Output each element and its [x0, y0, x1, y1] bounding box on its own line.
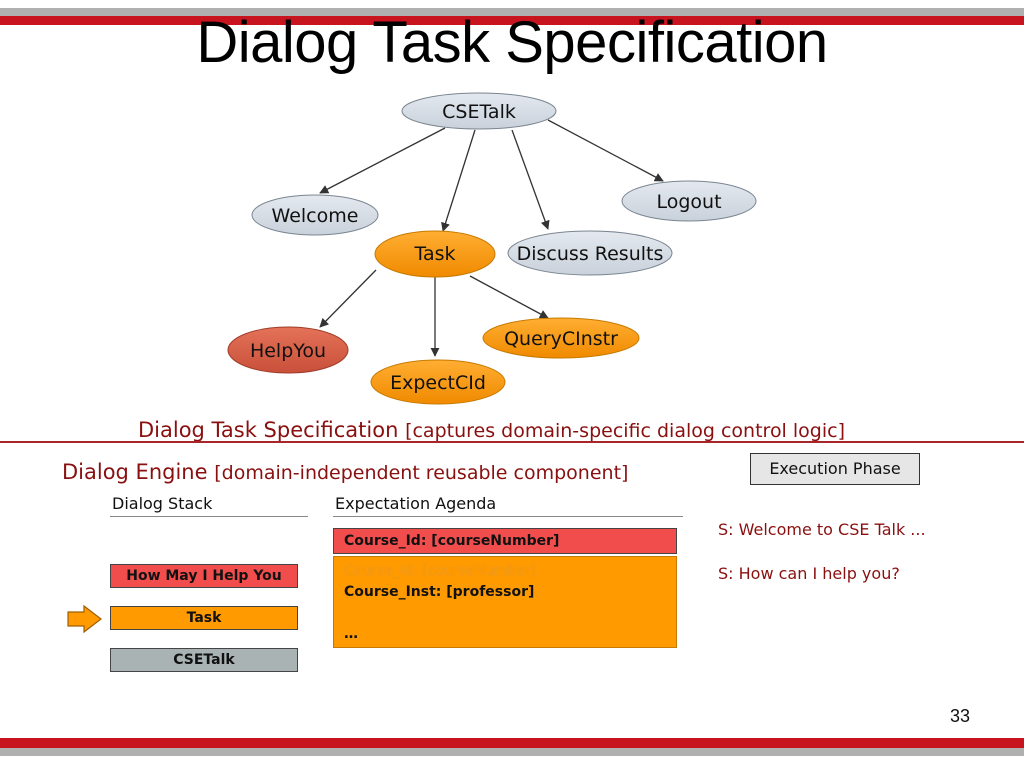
agenda-top-item: Course_Id: [courseNumber] — [333, 528, 677, 554]
node-task-label: Task — [413, 243, 455, 265]
node-expectcid-label: ExpectCId — [390, 372, 486, 394]
edge-csetalk-task — [441, 129, 476, 232]
node-csetalk: CSETalk — [401, 92, 557, 130]
task-tree-diagram: CSETalk Welcome Task Discuss Results Log… — [227, 92, 757, 405]
tree-edges — [319, 119, 664, 357]
node-helpyou-label: HelpYou — [250, 340, 326, 362]
stack-item-how-may-i-help-you: How May I Help You — [110, 564, 298, 588]
edge-csetalk-welcome — [319, 127, 446, 194]
dialog-stack-header: Dialog Stack — [112, 494, 213, 513]
edge-csetalk-logout — [547, 119, 664, 182]
engine-caption-main: Dialog Engine — [62, 460, 208, 484]
node-discuss-results-label: Discuss Results — [517, 243, 664, 265]
agenda-item-course-id: Course_Id: [courseNumber] — [344, 563, 537, 579]
node-expectcid: ExpectCId — [370, 359, 506, 405]
slide-title: Dialog Task Specification — [196, 10, 828, 75]
system-log-line-1: S: Welcome to CSE Talk ... — [718, 520, 926, 539]
spec-caption-main: Dialog Task Specification — [138, 418, 399, 442]
bottom-gray-bar — [0, 748, 1024, 756]
top-red-bar — [0, 16, 1024, 25]
agenda-body: Course_Id: [courseNumber] Course_Inst: [… — [333, 556, 677, 648]
node-task: Task — [374, 230, 496, 278]
node-helpyou: HelpYou — [227, 326, 349, 374]
node-logout-label: Logout — [656, 191, 721, 213]
spec-caption: Dialog Task Specification [captures doma… — [138, 418, 845, 442]
stack-item-task: Task — [110, 606, 298, 630]
stack-item-csetalk: CSETalk — [110, 648, 298, 672]
dialog-stack-underline — [110, 516, 308, 517]
node-querycinstr-label: QueryCInstr — [504, 328, 618, 350]
expectation-agenda-header: Expectation Agenda — [335, 494, 497, 513]
node-discuss-results: Discuss Results — [507, 230, 673, 276]
agenda-item-course-inst: Course_Inst: [professor] — [344, 584, 535, 600]
page-number: 33 — [949, 706, 970, 726]
node-welcome-label: Welcome — [272, 205, 359, 227]
system-log-line-2: S: How can I help you? — [718, 564, 900, 583]
edge-csetalk-discuss — [511, 129, 550, 230]
section-divider — [0, 441, 1024, 443]
edge-task-helpyou — [319, 269, 377, 328]
expectation-agenda-underline — [333, 516, 683, 517]
top-gray-bar — [0, 8, 1024, 16]
node-csetalk-label: CSETalk — [442, 101, 516, 123]
execution-phase-button[interactable]: Execution Phase — [750, 453, 920, 485]
node-logout: Logout — [621, 180, 757, 222]
engine-caption: Dialog Engine [domain-independent reusab… — [62, 460, 628, 484]
engine-caption-sub: [domain-independent reusable component] — [214, 462, 629, 484]
node-querycinstr: QueryCInstr — [482, 317, 640, 359]
edge-task-querycinstr — [469, 275, 549, 319]
agenda-item-ellipsis: … — [344, 626, 358, 642]
node-welcome: Welcome — [251, 194, 379, 236]
current-focus-arrow-icon — [67, 604, 102, 634]
bottom-red-bar — [0, 738, 1024, 748]
spec-caption-sub: [captures domain-specific dialog control… — [405, 420, 845, 442]
